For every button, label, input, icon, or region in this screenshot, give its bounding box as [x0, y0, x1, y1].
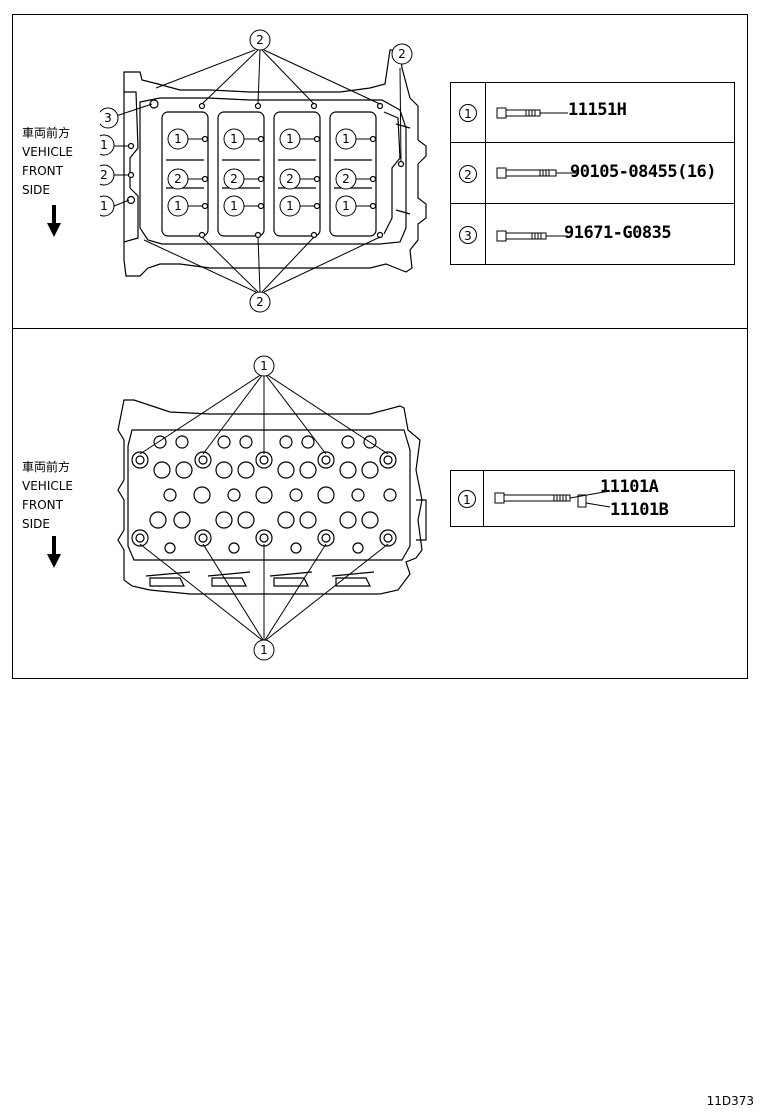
bolt-icon [496, 230, 568, 242]
callout-2-bay2: 2 [230, 172, 238, 186]
row-index-cell: 3 [450, 203, 486, 265]
callout-3: 3 [104, 111, 112, 125]
callout-2-right: 2 [398, 47, 406, 61]
bolt-icon [496, 107, 568, 119]
top-parts-table: 1 11151H 2 90105-08455(16) 3 [450, 82, 735, 265]
table-row: 1 11151H [450, 82, 735, 143]
callout-1-bay3-b: 1 [286, 199, 294, 213]
callout-1-bay4-b: 1 [342, 199, 350, 213]
direction-label-line1: VEHICLE [22, 145, 73, 159]
direction-label-jp: 車両前方 [22, 460, 71, 474]
part-cell: 11101A 11101B [483, 470, 735, 527]
callout-1-bay2-b: 1 [230, 199, 238, 213]
bolt-washer-icon [494, 490, 611, 508]
part-number-b: 11101B [610, 500, 669, 520]
direction-label-line2: FRONT [22, 498, 63, 512]
part-cell: 90105-08455(16) [485, 142, 735, 204]
direction-label-line2: FRONT [22, 164, 63, 178]
part-cell: 11151H [485, 82, 735, 143]
row-index-cell: 1 [450, 470, 484, 527]
bottom-panel [12, 328, 748, 679]
row-index: 2 [459, 164, 477, 183]
part-number-a: 11101A [600, 477, 659, 497]
callout-2-bottom: 2 [256, 295, 264, 309]
cylinder-head-diagram: 1 1 [117, 355, 427, 661]
callout-2-bay3: 2 [286, 172, 294, 186]
down-arrow-icon [47, 536, 61, 568]
camshaft-housing-diagram: 2 2 2 3 1 2 1 1 1 1 1 2 2 2 2 1 1 1 1 [100, 29, 427, 313]
row-index: 3 [459, 225, 477, 244]
table-row: 2 90105-08455(16) [450, 142, 735, 204]
vehicle-front-label-top: 車両前方 VEHICLE FRONT SIDE [22, 124, 73, 200]
callout-1-bay3-a: 1 [286, 132, 294, 146]
row-index-cell: 1 [450, 82, 486, 143]
row-index-cell: 2 [450, 142, 486, 204]
part-number: 11151H [568, 100, 627, 120]
direction-label-line3: SIDE [22, 183, 50, 197]
bottom-parts-table: 1 11101A 11101B [450, 470, 735, 527]
callout-2-bay1: 2 [174, 172, 182, 186]
callout-1-bottom: 1 [260, 643, 268, 657]
direction-label-jp: 車両前方 [22, 126, 71, 140]
bolt-icon [496, 167, 578, 179]
diagram-code: 11D373 [706, 1094, 754, 1108]
callout-2-left: 2 [100, 168, 108, 182]
callout-1-bay4-a: 1 [342, 132, 350, 146]
direction-label-line1: VEHICLE [22, 479, 73, 493]
callout-2-top: 2 [256, 33, 264, 47]
part-cell: 91671-G0835 [485, 203, 735, 265]
vehicle-front-label-bottom: 車両前方 VEHICLE FRONT SIDE [22, 458, 73, 534]
callout-1-bay1-a: 1 [174, 132, 182, 146]
table-row: 3 91671-G0835 [450, 203, 735, 265]
callout-1-left-a: 1 [100, 138, 108, 152]
row-index: 1 [459, 104, 477, 122]
row-index: 1 [458, 490, 476, 508]
part-number: 90105-08455(16) [570, 162, 717, 182]
down-arrow-icon [47, 205, 61, 237]
callout-1-bay2-a: 1 [230, 132, 238, 146]
callout-1-left-b: 1 [100, 199, 108, 213]
callout-1-bay1-b: 1 [174, 199, 182, 213]
direction-label-line3: SIDE [22, 517, 50, 531]
table-row: 1 11101A 11101B [450, 470, 735, 527]
part-number: 91671-G0835 [564, 223, 672, 243]
callout-1-top: 1 [260, 359, 268, 373]
callout-2-bay4: 2 [342, 172, 350, 186]
